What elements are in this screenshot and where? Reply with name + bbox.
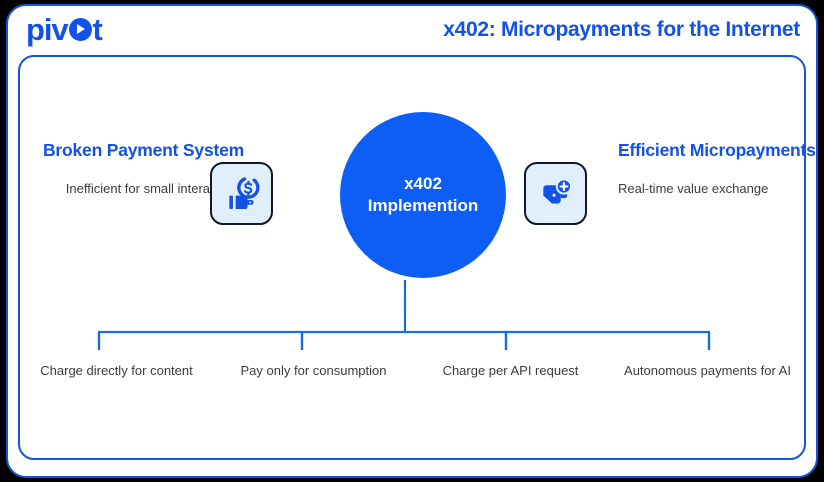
right-concept-block: Efficient Micropayments Real-time value … [618,140,824,197]
left-icon-box [210,162,273,225]
hub-title-line1: x402 [404,173,442,193]
play-circle-o-icon [68,18,92,41]
branch-caption-4: Autonomous payments for AI [624,363,791,378]
center-hub: x402 Implemention [340,112,506,278]
right-icon-box [524,162,587,225]
diagram-middle-row: Broken Payment System Inefficient for sm… [18,112,816,290]
wallet-dollar-icon [228,176,259,209]
page-title: x402: Micropayments for the Internet [443,17,800,41]
branch-connector-tree [97,280,711,350]
logo-text-before: piv [26,12,69,47]
branch-caption-2: Pay only for consumption [240,363,387,378]
branch-caption-row: Charge directly for content Pay only for… [18,362,806,380]
wallet-plus-icon [542,177,572,203]
left-concept-block: Broken Payment System Inefficient for sm… [34,140,244,197]
branch-caption-1: Charge directly for content [40,363,193,378]
right-concept-title: Efficient Micropayments [618,140,816,160]
hub-title-line2: Implemention [367,196,479,215]
left-concept-description: Inefficient for small interactions [65,180,244,196]
left-concept-title: Broken Payment System [42,140,244,160]
logo-text-after: t [92,12,103,47]
branch-caption-3: Charge per API request [442,363,579,378]
right-concept-description: Real-time value exchange [618,180,769,196]
